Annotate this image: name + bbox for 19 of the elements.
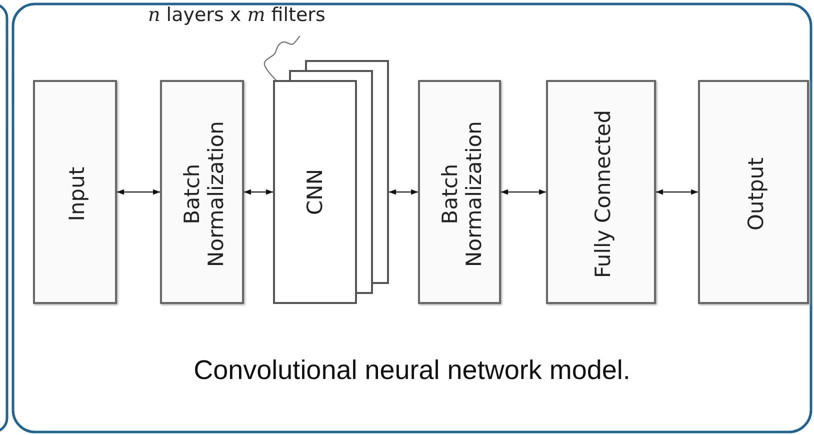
layer-label: Output: [743, 156, 768, 232]
layer-label: Input: [64, 166, 90, 224]
layer-label: Batch Normalization: [437, 120, 486, 269]
layer-label: Fully Connected: [590, 108, 616, 280]
double-arrow: [656, 189, 698, 195]
layer-stack: [273, 60, 389, 304]
layer-box: [160, 80, 244, 304]
layer-note: n layers x m filters: [148, 4, 326, 26]
double-arrow: [117, 189, 160, 195]
double-arrow: [501, 189, 546, 195]
layer-box: [546, 80, 656, 304]
layer-label: Batch Normalization: [180, 120, 228, 269]
layer-box: [698, 80, 809, 304]
layer-label: CNN: [302, 168, 328, 218]
caption: Convolutional neural network model.: [192, 355, 632, 386]
double-arrow: [244, 189, 273, 195]
double-arrow: [389, 189, 418, 195]
layer-box: [33, 80, 117, 304]
layer-box: [418, 80, 501, 304]
